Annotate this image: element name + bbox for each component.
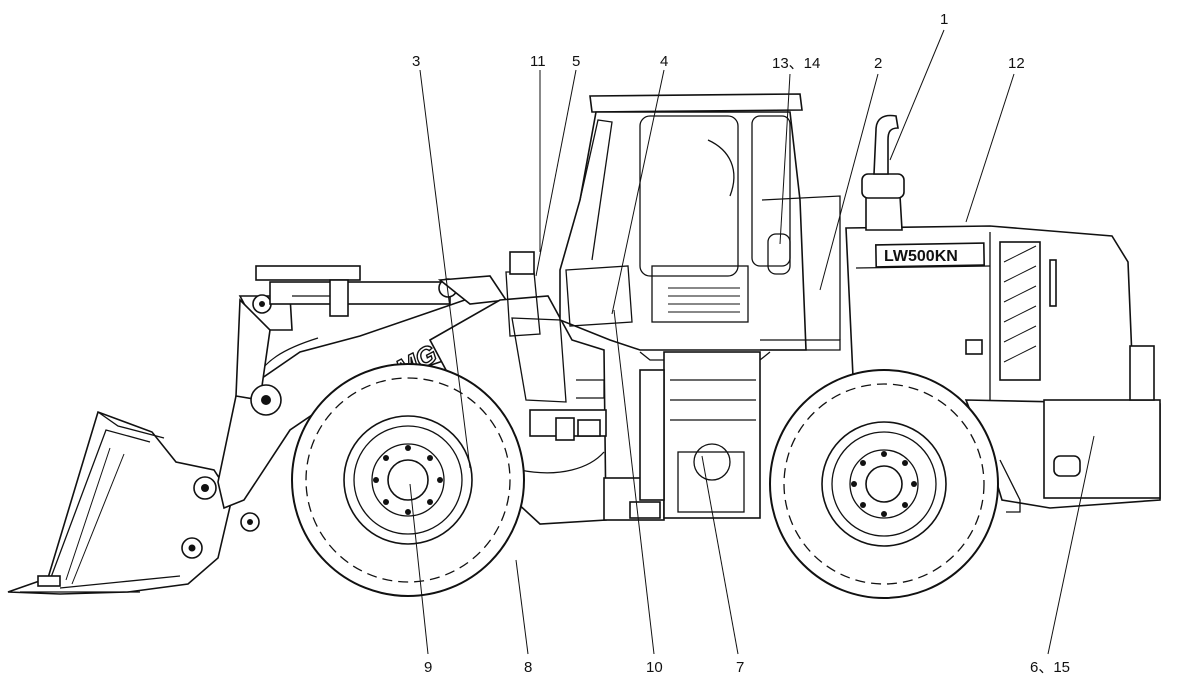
leader-5 (535, 69, 577, 277)
leader-1 (889, 29, 945, 161)
exhaust-pipe (861, 114, 905, 231)
leader-12 (965, 73, 1015, 223)
leader-7 (701, 455, 739, 655)
engine-hood: LW500KN (845, 225, 1135, 407)
leader-8 (515, 559, 529, 655)
leader-2 (819, 73, 879, 291)
callout-2: 2 (874, 55, 882, 72)
callout-4: 4 (660, 53, 668, 70)
callout-11: 11 (530, 53, 546, 70)
callout-13-14: 13、14 (772, 55, 820, 72)
callout-12: 12 (1008, 55, 1025, 72)
counterweight (964, 345, 1161, 513)
leader-4 (611, 69, 665, 315)
callout-labels: 1 2 3 4 5 7 8 9 10 11 12 13、14 6、15 (412, 11, 1070, 676)
callout-5: 5 (572, 53, 580, 70)
callout-6-15: 6、15 (1030, 659, 1070, 676)
leader-13 (779, 73, 791, 245)
leader-9 (409, 483, 429, 655)
callout-3: 3 (412, 53, 420, 70)
front-wheel (291, 363, 525, 597)
leader-lines (409, 29, 1095, 655)
callout-1: 1 (940, 11, 948, 28)
leader-10 (613, 309, 655, 655)
front-frame (428, 251, 665, 525)
leader-6 (1047, 435, 1095, 655)
bucket (7, 410, 233, 595)
callout-10: 10 (646, 659, 663, 676)
cab (559, 93, 807, 361)
center-section (639, 195, 841, 519)
rear-wheel (769, 369, 999, 599)
callout-9: 9 (424, 659, 432, 676)
callout-7: 7 (736, 659, 744, 676)
model-plate-text: LW500KN (884, 248, 958, 265)
leader-3 (419, 69, 471, 469)
callout-8: 8 (524, 659, 532, 676)
